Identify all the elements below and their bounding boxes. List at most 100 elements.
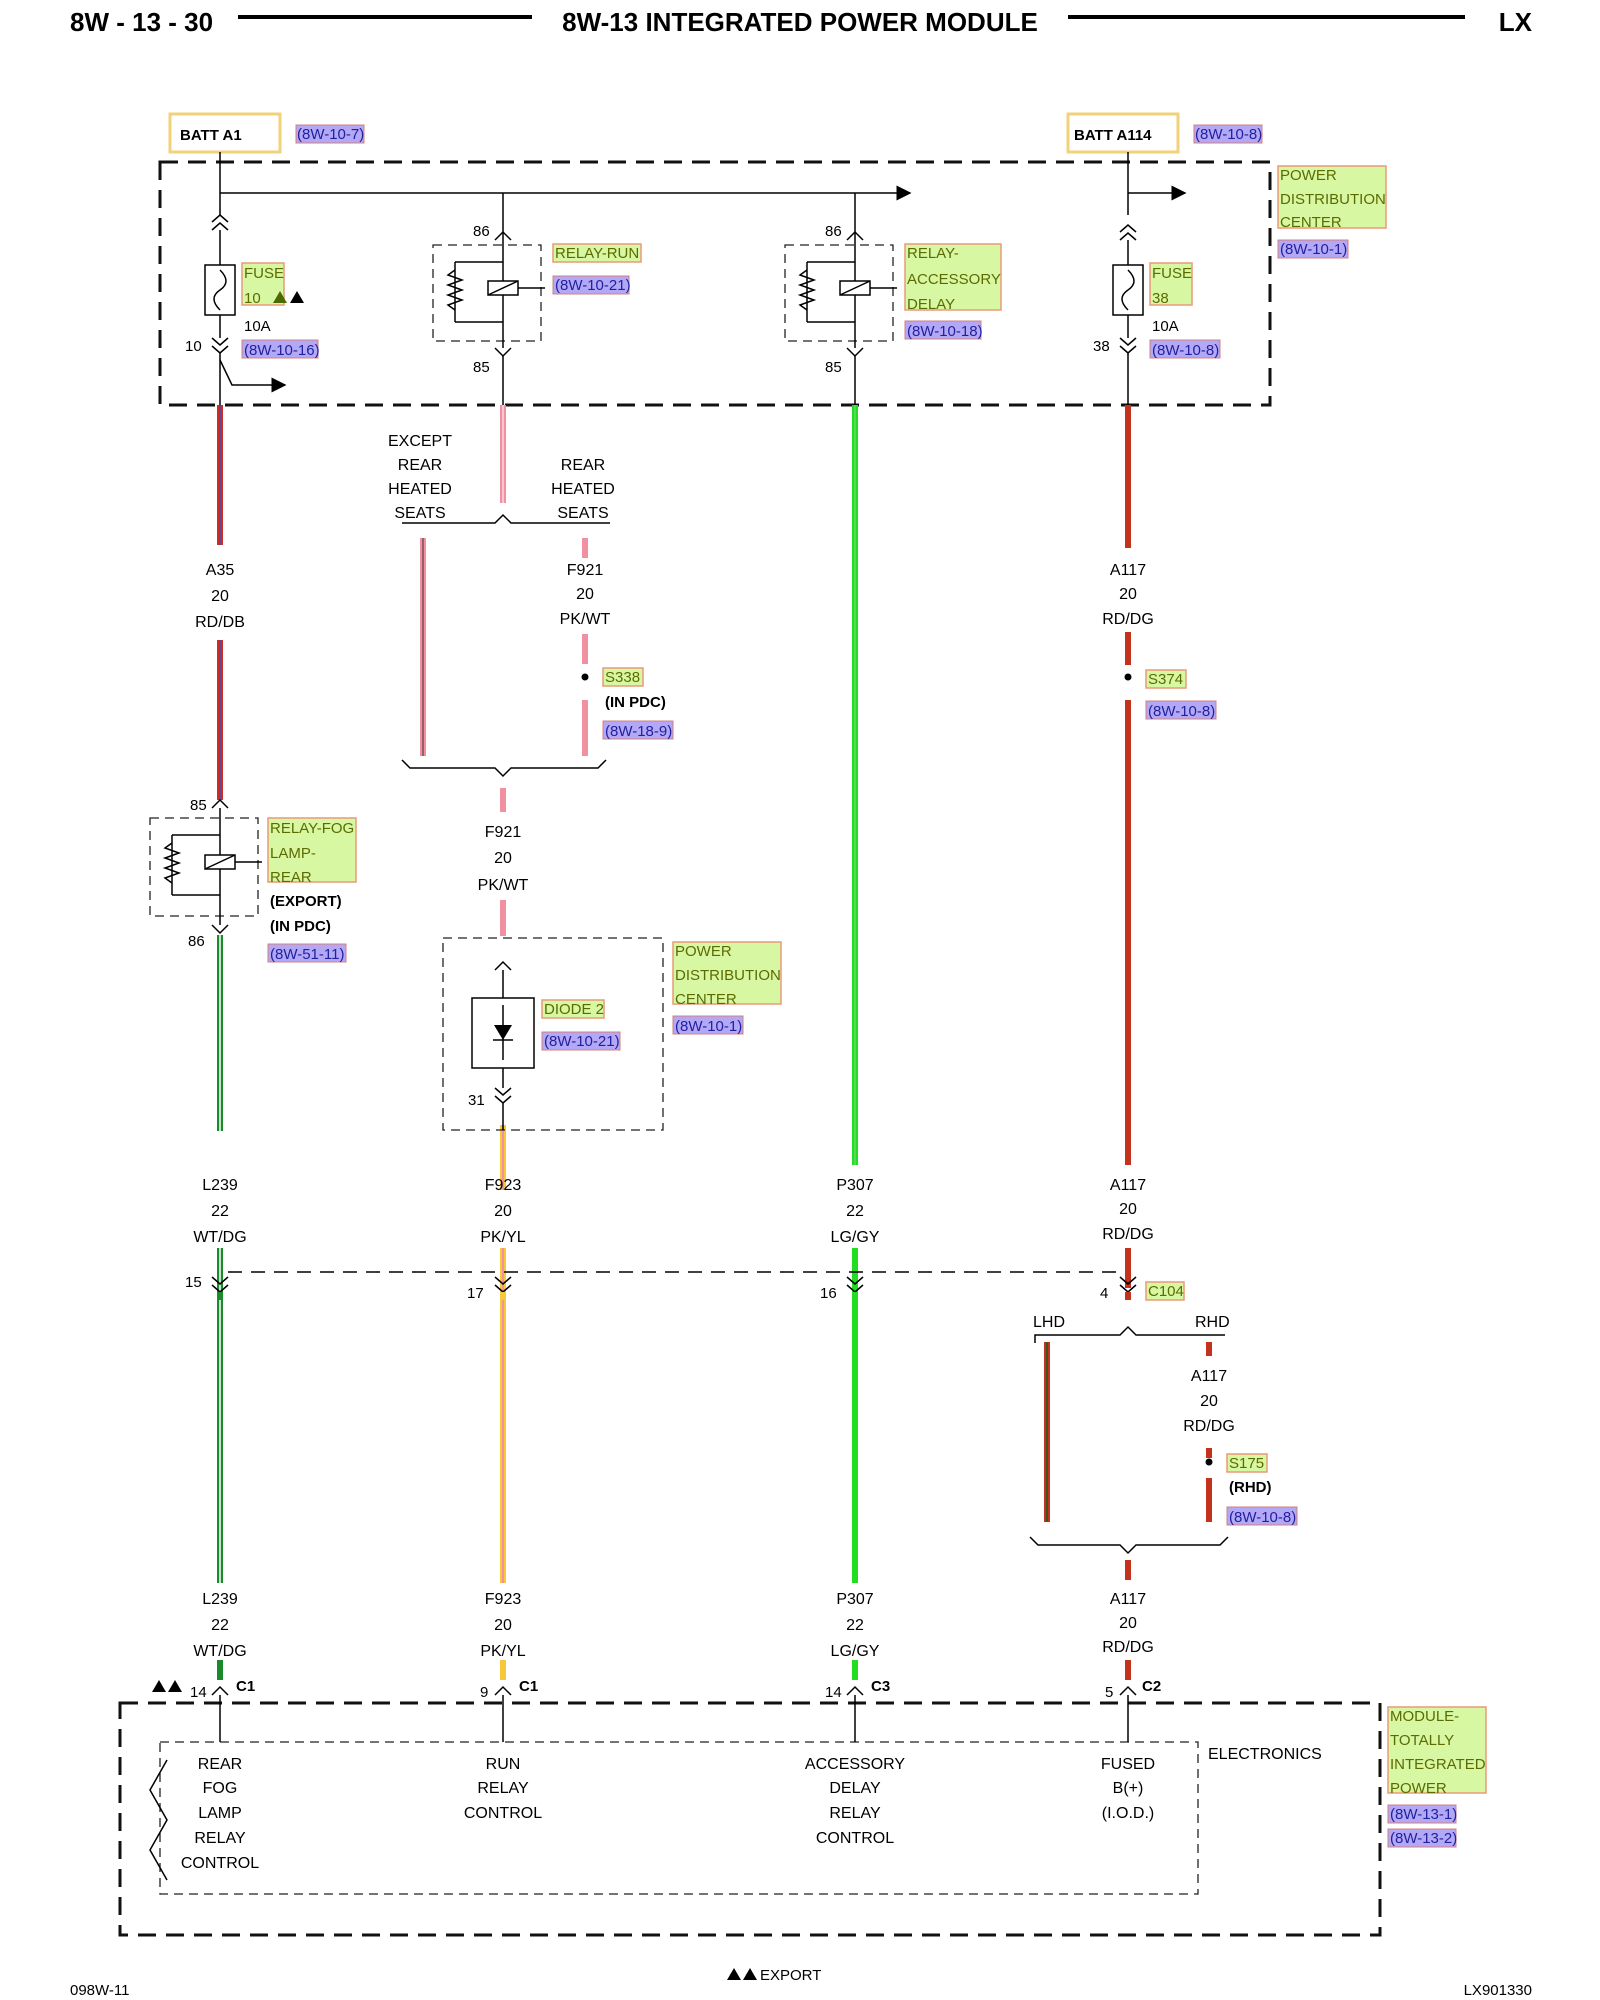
ref-link[interactable]: (8W-10-1) [675, 1018, 742, 1035]
svg-text:F923: F923 [485, 1177, 522, 1194]
svg-text:A117: A117 [1110, 1591, 1146, 1608]
svg-text:86: 86 [473, 223, 490, 240]
svg-text:16: 16 [820, 1285, 837, 1302]
svg-text:DELAY: DELAY [907, 296, 955, 313]
svg-text:FUSED: FUSED [1101, 1756, 1155, 1773]
svg-text:(RHD): (RHD) [1229, 1479, 1272, 1496]
svg-text:C1: C1 [519, 1678, 538, 1695]
svg-text:22: 22 [211, 1617, 229, 1634]
batt-a114: BATT A114 (8W-10-8) [1066, 112, 1263, 154]
svg-text:L239: L239 [202, 1591, 238, 1608]
ref-link[interactable]: (8W-51-11) [270, 946, 344, 963]
svg-text:RD/DG: RD/DG [1102, 1226, 1154, 1243]
svg-text:(I.O.D.): (I.O.D.) [1102, 1805, 1154, 1822]
wires [217, 405, 1212, 1680]
pdc-top: POWER DISTRIBUTION CENTER (8W-10-1) FUSE… [158, 152, 1387, 407]
svg-text:CONTROL: CONTROL [816, 1830, 894, 1847]
ref-link[interactable]: (8W-10-7) [297, 126, 364, 143]
svg-text:TOTALLY: TOTALLY [1390, 1732, 1454, 1749]
svg-text:CENTER: CENTER [675, 991, 737, 1008]
model-code: LX [1499, 7, 1533, 37]
module-tipm: ELECTRONICS MODULE- TOTALLY INTEGRATED P… [118, 1678, 1487, 1937]
svg-text:ACCESSORY: ACCESSORY [805, 1756, 906, 1773]
relay-accessory-delay: 86 85 RELAY- ACCESSORY DELAY (8W-10-18) [784, 223, 1002, 405]
svg-text:LAMP-: LAMP- [270, 845, 316, 862]
ref-link[interactable]: (8W-10-8) [1148, 703, 1215, 720]
svg-text:BATT A1: BATT A1 [180, 127, 242, 144]
svg-text:B(+): B(+) [1113, 1780, 1144, 1797]
svg-text:DIODE 2: DIODE 2 [544, 1001, 604, 1018]
svg-text:DISTRIBUTION: DISTRIBUTION [675, 967, 781, 984]
svg-text:20: 20 [1119, 1201, 1137, 1218]
svg-text:LG/GY: LG/GY [831, 1229, 880, 1246]
svg-text:FUSE: FUSE [244, 265, 284, 282]
footer-left: 098W-11 [70, 1982, 129, 1999]
svg-text:SEATS: SEATS [394, 505, 445, 522]
svg-text:9: 9 [480, 1684, 488, 1701]
page-title: 8W-13 INTEGRATED POWER MODULE [562, 7, 1038, 37]
svg-text:C1: C1 [236, 1678, 255, 1695]
svg-text:C2: C2 [1142, 1678, 1161, 1695]
svg-text:RELAY: RELAY [829, 1805, 881, 1822]
svg-text:CONTROL: CONTROL [464, 1805, 542, 1822]
svg-text:POWER: POWER [1390, 1780, 1447, 1797]
svg-text:4: 4 [1100, 1285, 1108, 1302]
svg-text:RUN: RUN [486, 1756, 521, 1773]
svg-text:F921: F921 [567, 562, 604, 579]
ref-link[interactable]: (8W-10-8) [1229, 1509, 1296, 1526]
svg-text:REAR: REAR [270, 869, 312, 886]
ref-link[interactable]: (8W-13-1) [1390, 1806, 1457, 1823]
svg-text:86: 86 [825, 223, 842, 240]
svg-text:BATT A114: BATT A114 [1074, 127, 1152, 144]
svg-text:38: 38 [1152, 290, 1169, 307]
svg-text:RELAY-FOG: RELAY-FOG [270, 820, 354, 837]
ref-link[interactable]: (8W-13-2) [1390, 1830, 1457, 1847]
svg-text:85: 85 [473, 359, 490, 376]
svg-text:RELAY: RELAY [194, 1830, 246, 1847]
svg-text:WT/DG: WT/DG [193, 1229, 246, 1246]
ref-link[interactable]: (8W-10-16) [244, 342, 320, 359]
svg-text:DISTRIBUTION: DISTRIBUTION [1280, 191, 1386, 208]
svg-text:A117: A117 [1110, 562, 1146, 579]
svg-text:POWER: POWER [675, 943, 732, 960]
svg-text:CONTROL: CONTROL [181, 1855, 259, 1872]
svg-text:14: 14 [190, 1684, 207, 1701]
svg-text:DELAY: DELAY [829, 1780, 881, 1797]
relay-run: 86 85 RELAY-RUN (8W-10-21) [432, 223, 642, 405]
svg-text:F921: F921 [485, 824, 522, 841]
svg-text:20: 20 [211, 588, 229, 605]
header: 8W - 13 - 30 8W-13 INTEGRATED POWER MODU… [70, 7, 1533, 37]
svg-text:A117: A117 [1191, 1368, 1227, 1385]
svg-text:LAMP: LAMP [198, 1805, 242, 1822]
pdc-diode-2: 31 DIODE 2 (8W-10-21) POWER DISTRIBUTION… [442, 937, 782, 1131]
ref-link[interactable]: (8W-10-21) [555, 277, 631, 294]
svg-text:38: 38 [1093, 338, 1110, 355]
ref-link[interactable]: (8W-10-18) [907, 323, 983, 340]
svg-text:17: 17 [467, 1285, 484, 1302]
page-number: 8W - 13 - 30 [70, 7, 213, 37]
svg-text:20: 20 [1119, 586, 1137, 603]
svg-text:L239: L239 [202, 1177, 238, 1194]
relay-fog-lamp-rear: 85 86 RELAY-FOG LAMP- REAR (EXPORT) (IN … [149, 797, 357, 963]
ref-link[interactable]: (8W-10-21) [544, 1033, 620, 1050]
svg-text:85: 85 [825, 359, 842, 376]
svg-text:LG/GY: LG/GY [831, 1643, 880, 1660]
svg-text:20: 20 [494, 1203, 512, 1220]
splice-s374: S374 (8W-10-8) [1124, 669, 1217, 720]
splice-s175: S175 (RHD) (8W-10-8) [1205, 1453, 1298, 1526]
svg-text:MODULE-: MODULE- [1390, 1708, 1459, 1725]
svg-text:C3: C3 [871, 1678, 890, 1695]
ref-link[interactable]: (8W-10-8) [1195, 126, 1262, 143]
svg-text:RD/DG: RD/DG [1102, 611, 1154, 628]
ref-link[interactable]: (8W-18-9) [605, 723, 672, 740]
svg-text:RD/DB: RD/DB [195, 614, 245, 631]
ref-link[interactable]: (8W-10-8) [1152, 342, 1219, 359]
svg-text:C104: C104 [1148, 1283, 1184, 1300]
svg-text:RD/DG: RD/DG [1183, 1418, 1235, 1435]
branch-heated-seats: EXCEPT REAR HEATED SEATS REAR HEATED SEA… [388, 433, 615, 778]
svg-text:20: 20 [494, 1617, 512, 1634]
svg-text:5: 5 [1105, 1684, 1113, 1701]
splice-s338: S338 (IN PDC) (8W-18-9) [581, 667, 674, 740]
ref-link[interactable]: (8W-10-1) [1280, 241, 1347, 258]
